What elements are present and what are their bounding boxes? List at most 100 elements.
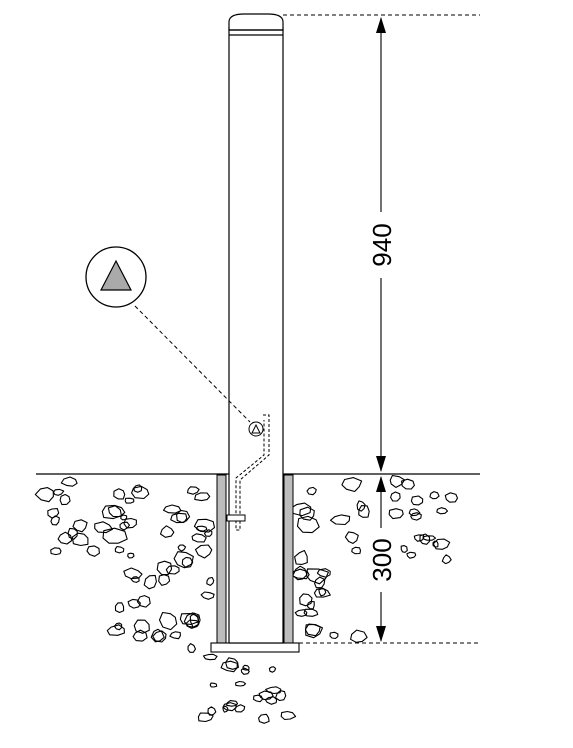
arrowhead-up-940 bbox=[376, 17, 386, 33]
gravel-stone bbox=[86, 545, 100, 557]
gravel-stone bbox=[34, 487, 54, 503]
gravel-stone bbox=[299, 506, 315, 521]
gravel-stone bbox=[316, 568, 331, 578]
post-cap bbox=[228, 13, 284, 31]
gravel-stone bbox=[242, 664, 250, 671]
gravel-stone bbox=[305, 568, 329, 585]
bollard-post bbox=[228, 13, 284, 644]
gravel-stone bbox=[71, 532, 89, 547]
gravel-stone bbox=[441, 554, 452, 565]
gravel-stone bbox=[52, 488, 65, 496]
gravel-stone bbox=[220, 660, 238, 673]
gravel-stone bbox=[133, 484, 143, 493]
gravel-stone bbox=[123, 567, 143, 580]
gravel-stone bbox=[176, 509, 191, 524]
gravel-stone bbox=[350, 629, 368, 643]
gravel-stone bbox=[131, 485, 150, 500]
sleeve-right bbox=[283, 474, 294, 644]
gravel-stone bbox=[169, 631, 181, 640]
gravel-stone bbox=[187, 643, 197, 653]
gravel-stone bbox=[344, 531, 359, 544]
gravel-stone bbox=[102, 527, 128, 544]
dimension-label-940: 940 bbox=[367, 223, 397, 266]
gravel-stone bbox=[177, 544, 187, 552]
lock-symbol-triangle-icon bbox=[251, 423, 261, 434]
gravel-stone bbox=[60, 476, 78, 487]
gravel-stones bbox=[34, 474, 459, 724]
gravel-stone bbox=[306, 486, 317, 496]
gravel-stone bbox=[413, 534, 425, 542]
gravel-stone bbox=[429, 491, 440, 500]
post-body bbox=[228, 27, 284, 644]
gravel-stone bbox=[186, 486, 200, 495]
gravel-stone bbox=[203, 529, 213, 537]
gravel-stone bbox=[162, 504, 182, 514]
gravel-stone bbox=[209, 682, 218, 688]
gravel-stone bbox=[406, 551, 417, 559]
gravel-stone bbox=[329, 631, 339, 640]
gravel-stone bbox=[240, 667, 250, 675]
gravel-stone bbox=[226, 700, 239, 707]
gravel-stone bbox=[50, 515, 60, 526]
gravel-stone bbox=[299, 593, 313, 607]
gravel-stone bbox=[72, 519, 88, 533]
arrowhead-up-300 bbox=[376, 476, 386, 492]
gravel-stone bbox=[114, 545, 125, 554]
gravel-stone bbox=[351, 546, 362, 555]
gravel-stone bbox=[329, 514, 351, 526]
gravel-stone bbox=[133, 619, 150, 634]
gravel-stone bbox=[156, 560, 173, 576]
gravel-stone bbox=[114, 602, 125, 614]
gravel-stone bbox=[268, 666, 277, 673]
gravel-stone bbox=[318, 588, 327, 597]
gravel-stone bbox=[258, 713, 270, 724]
gravel-stone bbox=[195, 525, 208, 532]
gravel-stone bbox=[258, 690, 274, 701]
gravel-stone bbox=[313, 587, 331, 598]
gravel-stone bbox=[306, 600, 315, 610]
gravel-stone bbox=[202, 653, 218, 661]
gravel-stone bbox=[119, 521, 131, 531]
gravel-stone bbox=[294, 549, 308, 565]
gravel-stone bbox=[47, 508, 60, 519]
gravel-stone bbox=[252, 694, 264, 703]
gravel-stone bbox=[444, 492, 459, 503]
gravel-stone bbox=[57, 531, 73, 545]
gravel-stone bbox=[67, 527, 78, 540]
gravel-stone bbox=[113, 488, 126, 500]
gravel-stone bbox=[408, 508, 421, 517]
gravel-stone bbox=[179, 613, 200, 625]
gravel-stone bbox=[296, 515, 320, 534]
gravel-stone bbox=[356, 500, 366, 512]
gravel-stone bbox=[222, 705, 229, 713]
gravel-stone bbox=[124, 497, 135, 504]
gravel-stone bbox=[432, 538, 451, 550]
gravel-stone bbox=[390, 491, 401, 502]
gravel-stone bbox=[158, 574, 171, 586]
gravel-stone bbox=[123, 517, 137, 529]
gravel-stone bbox=[410, 512, 422, 521]
dimension-below-ground: 300 bbox=[367, 476, 397, 642]
gravel-stone bbox=[200, 591, 215, 600]
gravel-stone bbox=[165, 565, 180, 575]
gravel-stone bbox=[150, 628, 165, 643]
gravel-stone bbox=[158, 611, 178, 631]
gravel-stone bbox=[225, 657, 239, 670]
gravel-stone bbox=[50, 547, 62, 556]
base-plate bbox=[210, 642, 300, 653]
gravel-stone bbox=[436, 507, 449, 515]
gravel-stone bbox=[280, 710, 297, 721]
gravel-stone bbox=[294, 609, 308, 617]
leader-line bbox=[134, 305, 251, 423]
gravel-stone bbox=[303, 608, 319, 617]
gravel-stone bbox=[127, 552, 135, 559]
arrowhead-down-940 bbox=[376, 456, 386, 472]
dimension-above-ground: 940 bbox=[367, 17, 397, 472]
gravel-stone bbox=[194, 544, 213, 559]
gravel-stone bbox=[120, 514, 128, 521]
gravel-stone bbox=[94, 521, 114, 534]
gravel-stone bbox=[400, 478, 415, 490]
gravel-stone bbox=[143, 574, 157, 590]
gravel-stone bbox=[194, 492, 211, 502]
